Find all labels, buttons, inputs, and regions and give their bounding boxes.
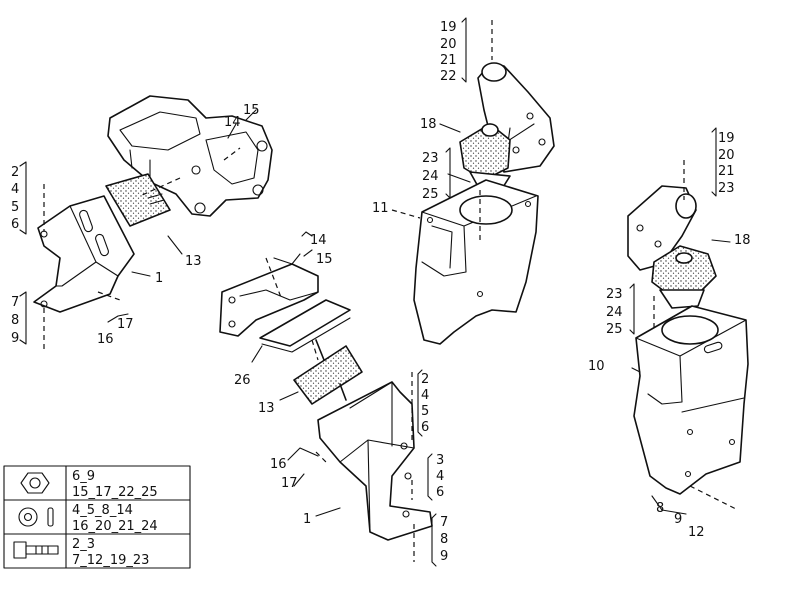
assembly-b [219, 253, 433, 562]
callout-8: 8 [11, 313, 19, 328]
callout-20: 20 [718, 148, 735, 163]
callout-11: 11 [372, 201, 389, 216]
lower-bracket-b [317, 381, 433, 541]
callout-16: 16 [270, 457, 287, 472]
callout-19: 19 [718, 131, 735, 146]
callout-8: 8 [440, 532, 448, 547]
callout-6: 6 [436, 485, 444, 500]
callout-9: 9 [440, 549, 448, 564]
nut-icon [20, 472, 50, 494]
engine-casting [107, 95, 273, 217]
housing-c [413, 179, 539, 345]
callout-17: 17 [281, 476, 298, 491]
callout-4: 4 [421, 388, 429, 403]
bracket-a [33, 195, 135, 313]
callout-18: 18 [734, 233, 751, 248]
rubber-block-a [105, 173, 171, 227]
rubber-block-b [293, 345, 363, 405]
legend-row-3-line-1: 2_3 [72, 537, 95, 552]
callout-23: 23 [606, 287, 623, 302]
legend-row-2-line-1: 4_5_8_14 [72, 503, 133, 518]
upper-bracket-b [219, 263, 319, 337]
callout-20: 20 [440, 37, 457, 52]
callout-2: 2 [11, 165, 19, 180]
callout-8: 8 [656, 501, 664, 516]
bolt-icon [13, 541, 59, 559]
callout-24: 24 [422, 169, 439, 184]
callout-3: 3 [436, 453, 444, 468]
callout-25: 25 [422, 187, 439, 202]
washer-icon [18, 507, 54, 527]
callout-6: 6 [421, 420, 429, 435]
assembly-d [627, 160, 749, 511]
callout-1: 1 [303, 512, 311, 527]
wedge-plate-b [259, 299, 351, 347]
legend-row-3-line-2: 7_12_19_23 [72, 553, 149, 568]
callout-23: 23 [422, 151, 439, 166]
callout-9: 9 [11, 331, 19, 346]
callout-2: 2 [421, 372, 429, 387]
callout-5: 5 [11, 200, 19, 215]
callout-21: 21 [718, 164, 735, 179]
callout-22: 22 [440, 69, 457, 84]
callout-14: 14 [224, 115, 241, 130]
callout-16: 16 [97, 332, 114, 347]
callout-15: 15 [316, 252, 333, 267]
callout-4: 4 [11, 182, 19, 197]
legend-row-2-line-2: 16_20_21_24 [72, 519, 158, 534]
callout-7: 7 [11, 295, 19, 310]
callout-12: 12 [688, 525, 705, 540]
callout-23: 23 [718, 181, 735, 196]
legend-row-1-line-2: 15_17_22_25 [72, 485, 158, 500]
callout-5: 5 [421, 404, 429, 419]
callout-21: 21 [440, 53, 457, 68]
callout-9: 9 [674, 512, 682, 527]
callout-25: 25 [606, 322, 623, 337]
callout-6: 6 [11, 217, 19, 232]
callout-17: 17 [117, 317, 134, 332]
callout-4: 4 [436, 469, 444, 484]
assembly-a [33, 95, 273, 352]
callout-15: 15 [243, 103, 260, 118]
fastener-legend: 6_9 15_17_22_25 4_5_8_14 16_20_21_24 2_3… [3, 465, 191, 569]
callout-14: 14 [310, 233, 327, 248]
callout-13: 13 [185, 254, 202, 269]
callout-26: 26 [234, 373, 251, 388]
callout-18: 18 [420, 117, 437, 132]
callout-24: 24 [606, 305, 623, 320]
callout-13: 13 [258, 401, 275, 416]
callout-7: 7 [440, 515, 448, 530]
cushion-d [651, 245, 717, 295]
callout-19: 19 [440, 20, 457, 35]
callout-1: 1 [155, 271, 163, 286]
assembly-c [391, 20, 555, 345]
callout-10: 10 [588, 359, 605, 374]
legend-row-1-line-1: 6_9 [72, 469, 95, 484]
